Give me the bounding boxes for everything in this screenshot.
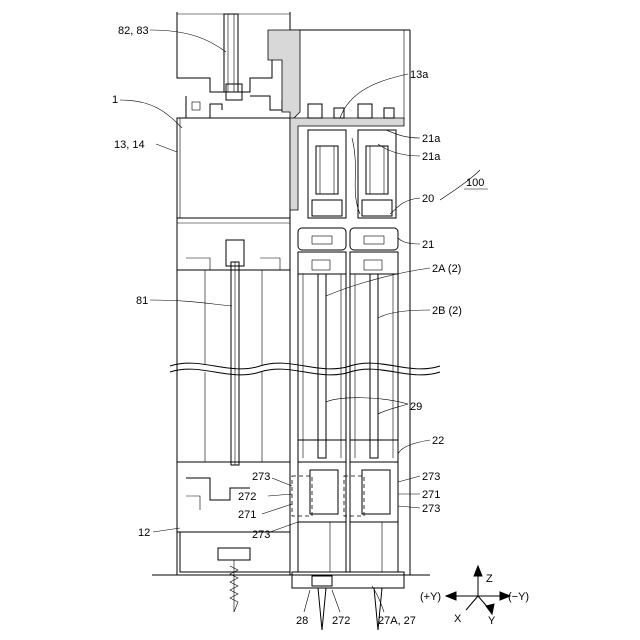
label-273-right-top: 273 [422, 471, 440, 483]
axis-label-plus-y: (+Y) [420, 591, 441, 603]
break-line [170, 363, 440, 369]
label-82-83: 82, 83 [118, 25, 149, 37]
label-2a: 2A (2) [432, 263, 461, 275]
axis-label-x: X [454, 613, 462, 625]
label-1: 1 [112, 94, 118, 106]
label-27a-27: 27A, 27 [378, 615, 416, 627]
label-81: 81 [136, 295, 148, 307]
label-273-left-bottom: 273 [252, 529, 270, 541]
left-frame [177, 12, 290, 612]
right-assembly [268, 30, 410, 630]
label-2b: 2B (2) [432, 305, 462, 317]
label-22: 22 [432, 435, 444, 447]
axis-label-y: Y [488, 615, 496, 627]
label-21a-bottom: 21a [422, 151, 441, 163]
label-273-right-bottom: 273 [422, 503, 440, 515]
label-12: 12 [138, 527, 150, 539]
label-271-left: 271 [238, 509, 256, 521]
axis-label-z: Z [486, 573, 493, 585]
label-20: 20 [422, 193, 434, 205]
label-28: 28 [296, 615, 308, 627]
label-21: 21 [422, 239, 434, 251]
label-272-bottom: 272 [332, 615, 350, 627]
axis-label-minus-y: (−Y) [508, 591, 529, 603]
label-13-14: 13, 14 [114, 139, 145, 151]
axis-indicator: Z (+Y) (−Y) X Y [420, 566, 529, 627]
label-273-left-top: 273 [252, 471, 270, 483]
label-100: 100 [466, 177, 484, 189]
leader-lines [120, 30, 480, 612]
label-13a: 13a [410, 69, 429, 81]
label-29: 29 [410, 401, 422, 413]
label-21a-top: 21a [422, 133, 441, 145]
label-272-left: 272 [238, 491, 256, 503]
label-271-right: 271 [422, 489, 440, 501]
